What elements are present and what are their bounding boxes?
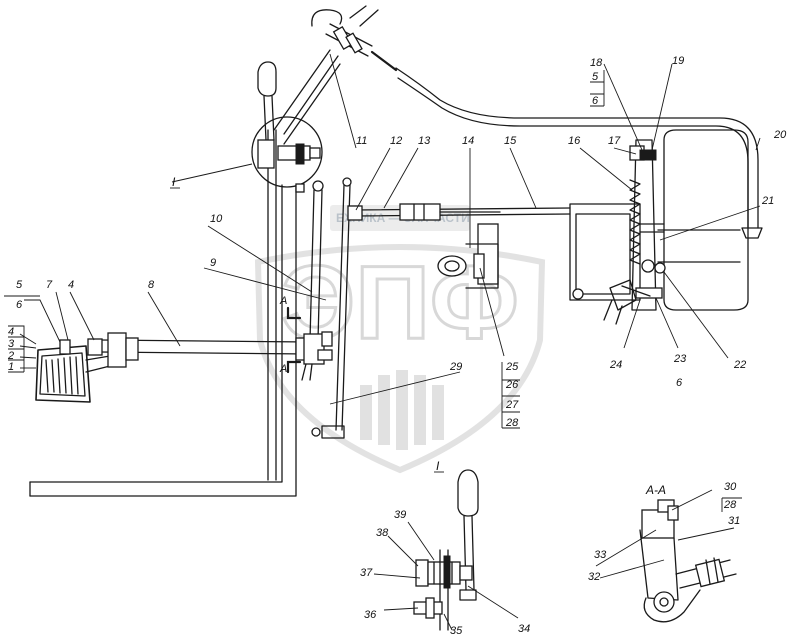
callout-6: 6 bbox=[676, 377, 683, 389]
section-mark-upper: А bbox=[279, 295, 287, 307]
pedal-shaft bbox=[59, 332, 311, 368]
callout-numbers: 1 2 3 4 4 5 6 7 8 9 10 11 12 13 14 15 16… bbox=[7, 55, 787, 637]
callout-12: 12 bbox=[390, 135, 402, 147]
intermediate-bracket bbox=[437, 223, 499, 289]
callout-6: 6 bbox=[16, 299, 23, 311]
callout-22: 22 bbox=[733, 359, 746, 371]
nut-part bbox=[59, 339, 71, 355]
section-a-a-view bbox=[639, 499, 737, 623]
frame-bracket bbox=[29, 129, 297, 497]
callout-28: 28 bbox=[723, 499, 737, 511]
callout-37: 37 bbox=[360, 567, 373, 579]
callout-11: 11 bbox=[356, 135, 367, 147]
detail-i-title: I bbox=[436, 459, 440, 473]
callout-6: 6 bbox=[592, 95, 599, 107]
section-mark-a: А А bbox=[279, 295, 302, 375]
callout-28: 28 bbox=[505, 417, 519, 429]
detail-i-circle bbox=[251, 116, 323, 188]
callout-7: 7 bbox=[46, 279, 53, 291]
horizontal-rod bbox=[347, 203, 571, 221]
callout-2: 2 bbox=[7, 350, 14, 362]
callout-39: 39 bbox=[394, 509, 406, 521]
detail-i-view bbox=[413, 469, 479, 631]
callout-26: 26 bbox=[505, 379, 519, 391]
callout-38: 38 bbox=[376, 527, 389, 539]
callout-1: 1 bbox=[8, 361, 14, 373]
callout-16: 16 bbox=[568, 135, 581, 147]
callout-30: 30 bbox=[724, 481, 737, 493]
callout-35: 35 bbox=[450, 625, 463, 637]
callout-9: 9 bbox=[210, 257, 216, 269]
callout-17: 17 bbox=[608, 135, 621, 147]
callout-36: 36 bbox=[364, 609, 377, 621]
callout-13: 13 bbox=[418, 135, 431, 147]
callout-14: 14 bbox=[462, 135, 474, 147]
callout-5: 5 bbox=[16, 279, 23, 291]
callout-18: 18 bbox=[590, 57, 603, 69]
hand-lever bbox=[251, 49, 341, 188]
brake-drum-unit bbox=[569, 129, 749, 311]
callout-23: 23 bbox=[673, 353, 687, 365]
callout-31: 31 bbox=[728, 515, 740, 527]
callout-19: 19 bbox=[672, 55, 684, 67]
callout-34: 34 bbox=[518, 623, 530, 635]
leader-lines bbox=[19, 53, 761, 631]
section-mark-lower: А bbox=[279, 363, 287, 375]
brake-cable bbox=[395, 67, 763, 239]
watermark-wheat-icon bbox=[360, 370, 444, 450]
callout-32: 32 bbox=[588, 571, 600, 583]
vertical-rods bbox=[295, 177, 352, 439]
callout-21: 21 bbox=[761, 195, 774, 207]
callout-4: 4 bbox=[8, 326, 14, 338]
callout-5: 5 bbox=[592, 71, 599, 83]
section-a-a-title: А-А bbox=[645, 483, 666, 497]
callout-29: 29 bbox=[449, 361, 462, 373]
brake-arm-lever bbox=[603, 139, 666, 325]
callout-27: 27 bbox=[505, 399, 519, 411]
callout-15: 15 bbox=[504, 135, 517, 147]
callout-3: 3 bbox=[8, 338, 15, 350]
pull-handle bbox=[311, 5, 398, 72]
callout-8: 8 bbox=[148, 279, 155, 291]
callout-10: 10 bbox=[210, 213, 223, 225]
callout-24: 24 bbox=[609, 359, 622, 371]
detail-i-label: I bbox=[172, 175, 176, 189]
view-labels: I I А-А bbox=[170, 175, 666, 497]
callout-boxes bbox=[4, 70, 742, 512]
callout-20: 20 bbox=[773, 129, 787, 141]
callout-33: 33 bbox=[594, 549, 607, 561]
callout-25: 25 bbox=[505, 361, 519, 373]
callout-4: 4 bbox=[68, 279, 74, 291]
